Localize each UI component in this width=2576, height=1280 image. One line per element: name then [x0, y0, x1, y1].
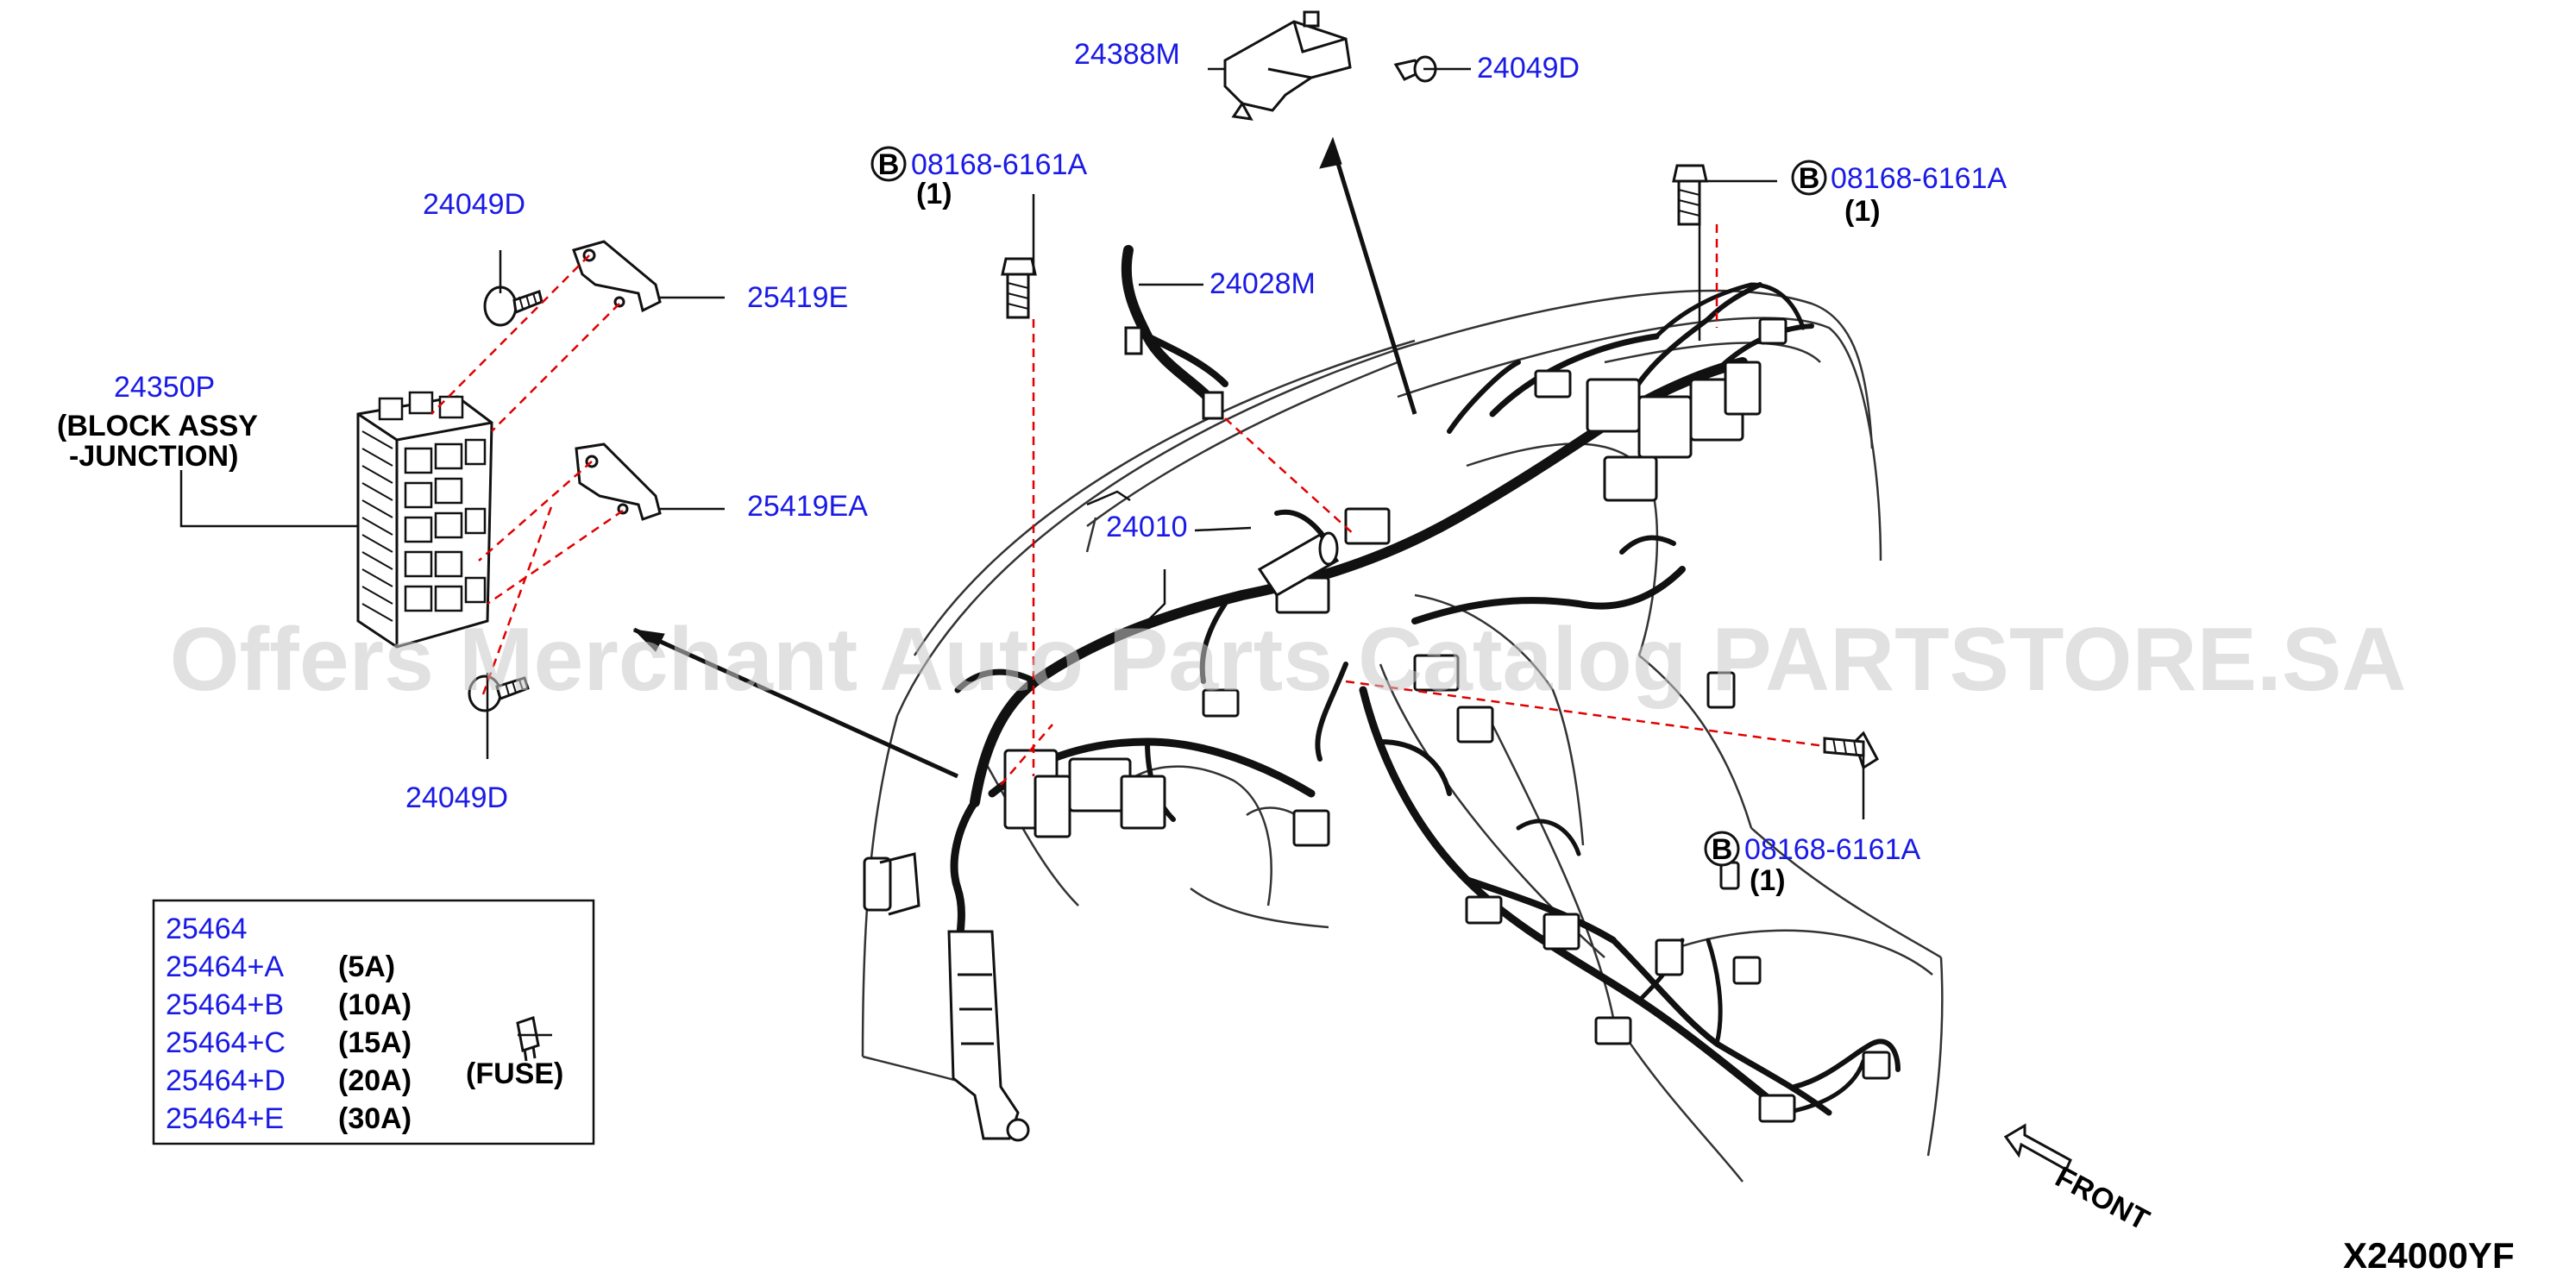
arrow-to-harness [632, 627, 959, 779]
front-arrow-icon [2003, 1123, 2072, 1172]
bolt-marker-label: B [878, 148, 900, 181]
fuse-part[interactable]: 25464+C [166, 1026, 286, 1059]
part-24049D-bottom-label[interactable]: 24049D [405, 781, 508, 814]
part-25419E-label[interactable]: 25419E [747, 281, 848, 314]
bracket-icon [572, 240, 662, 313]
watermark: Offers Merchant Auto Parts Catalog PARTS… [170, 610, 2407, 710]
dashed-leaders [430, 224, 1825, 786]
junction-block-icon [356, 391, 493, 649]
fuse-icon [516, 1016, 540, 1062]
part-24049D-top-label[interactable]: 24049D [1477, 52, 1580, 85]
fuse-table-box [152, 899, 595, 1145]
fuse-rating: (10A) [338, 988, 412, 1021]
fuse-part[interactable]: 25464+D [166, 1064, 286, 1097]
dashboard-outline [861, 289, 1944, 1183]
qty-label: (1) [916, 178, 952, 210]
harness-protector-drawing [1257, 531, 1340, 597]
fuse-part[interactable]: 25464+B [166, 988, 284, 1021]
qty-label: (1) [1844, 195, 1881, 228]
bolt-marker-label: B [1799, 162, 1820, 195]
bolt-icon [1823, 731, 1879, 770]
part-24028M-label[interactable]: 24028M [1209, 267, 1316, 300]
bracket-icon [575, 442, 662, 521]
part-24388M-label[interactable]: 24388M [1074, 38, 1180, 71]
bolt-icon [483, 285, 543, 327]
fuse-rating: (30A) [338, 1102, 412, 1135]
bolt-marker-icons [870, 146, 1827, 867]
bolt-marker-label: B [1712, 833, 1733, 866]
bolt-icon [1672, 164, 1708, 226]
part-24010-label[interactable]: 24010 [1106, 511, 1188, 543]
qty-label: (1) [1750, 864, 1786, 897]
part-08168-6161A-a-label[interactable]: 08168-6161A [911, 148, 1088, 181]
bracket-24388M-icon [1223, 10, 1352, 121]
fuse-part[interactable]: 25464 [166, 913, 248, 945]
front-label: FRONT [2050, 1161, 2154, 1238]
bolt-icon [1001, 257, 1037, 319]
sub-harness-24028M-drawing [1121, 245, 1228, 420]
fuse-caption: (FUSE) [466, 1057, 563, 1090]
part-24350P-label[interactable]: 24350P [114, 371, 215, 404]
fuse-part[interactable]: 25464+A [166, 951, 284, 983]
part-08168-6161A-c-label[interactable]: 08168-6161A [1744, 833, 1921, 866]
fuse-rating: (15A) [338, 1026, 412, 1059]
fuse-part[interactable]: 25464+E [166, 1102, 284, 1135]
part-24350P-desc: -JUNCTION) [69, 440, 238, 473]
fuse-table: 25464 25464+A (5A) 25464+B (10A) 25464+C… [166, 913, 563, 1135]
part-24049D-left-label[interactable]: 24049D [423, 188, 525, 221]
diagram-code: X24000YF [2343, 1235, 2514, 1276]
part-25419EA-label[interactable]: 25419EA [747, 490, 868, 523]
bolt-icon [468, 675, 530, 712]
fuse-rating: (20A) [338, 1064, 412, 1097]
part-24350P-desc: (BLOCK ASSY [57, 410, 258, 442]
harness-connectors [1003, 317, 1891, 1123]
column-bracket-drawing [863, 852, 1030, 1142]
fuse-rating: (5A) [338, 951, 395, 983]
arrow-to-24388M [1319, 136, 1417, 415]
leader-lines [179, 67, 1865, 1037]
part-08168-6161A-b-label[interactable]: 08168-6161A [1831, 162, 2007, 195]
